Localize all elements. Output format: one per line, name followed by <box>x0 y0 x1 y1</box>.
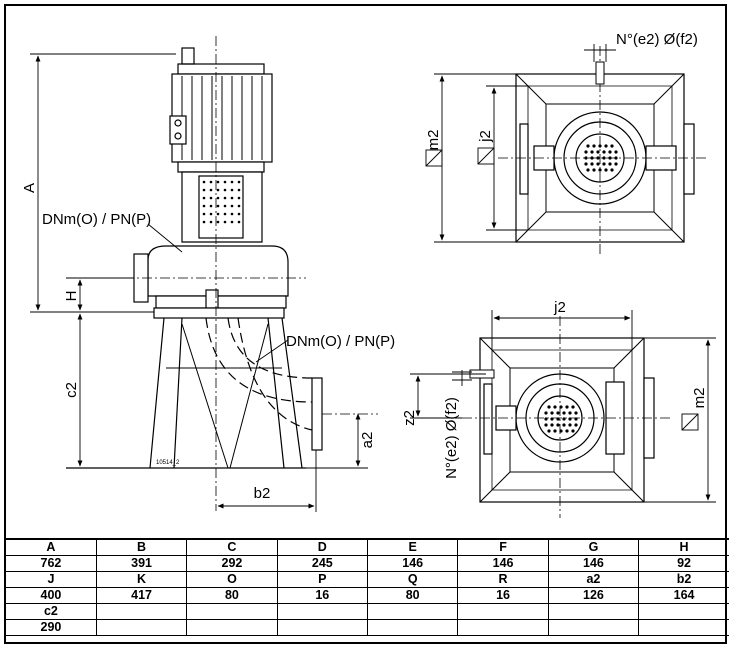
top-view-upper-dimensions <box>425 44 616 243</box>
dim-label-A: A <box>21 183 38 193</box>
table-cell: 80 <box>366 587 459 604</box>
table-cell: E <box>366 538 459 556</box>
table-cell: C <box>186 538 278 556</box>
top-view-lower-dimensions <box>410 310 716 503</box>
table-cell: 16 <box>276 587 369 604</box>
side-view <box>66 36 378 511</box>
table-cell: K <box>95 571 188 588</box>
table-cell: a2 <box>547 571 640 588</box>
table-cell: 245 <box>276 555 369 572</box>
bolts-label-bottom: N°(e2) Ø(f2) <box>443 397 460 479</box>
table-cell: 92 <box>638 555 729 572</box>
table-cell: J <box>6 571 97 588</box>
table-cell <box>638 619 729 636</box>
table-cell: c2 <box>6 603 97 620</box>
table-row: J K O P Q R a2 b2 <box>6 571 729 588</box>
table-cell: B <box>95 538 188 556</box>
dim-label-c2: c2 <box>63 382 80 398</box>
dim-label-z2: z2 <box>401 410 418 426</box>
table-cell <box>638 603 729 620</box>
table-cell: 146 <box>547 555 640 572</box>
dim-label-H: H <box>63 291 80 302</box>
table-cell <box>276 619 369 636</box>
table-cell <box>186 619 278 636</box>
technical-drawing: A H c2 a2 b2 DNm(O) / PN(P) DNm(O) / PN(… <box>6 6 729 538</box>
dim-label-m2-bottom: m2 <box>691 388 708 409</box>
table-cell: Q <box>366 571 459 588</box>
table-cell <box>547 619 640 636</box>
table-cell: 164 <box>638 587 729 604</box>
table-cell <box>457 619 549 636</box>
table-cell: 126 <box>547 587 640 604</box>
dim-label-a2: a2 <box>359 432 376 449</box>
flange-label-upper: DNm(O) / PN(P) <box>42 211 151 228</box>
table-cell <box>95 619 188 636</box>
table-cell <box>186 603 278 620</box>
dim-label-b2: b2 <box>254 485 271 502</box>
table-cell <box>276 603 369 620</box>
table-cell: 80 <box>186 587 278 604</box>
bolts-label-top: N°(e2) Ø(f2) <box>616 31 698 48</box>
table-cell <box>547 603 640 620</box>
dim-label-j2-top: j2 <box>477 130 494 143</box>
table-cell: 290 <box>6 619 97 636</box>
table-row: c2 <box>6 603 729 620</box>
top-view-lower <box>462 316 670 518</box>
table-cell: R <box>457 571 549 588</box>
table-cell <box>95 603 188 620</box>
table-cell: 762 <box>6 555 97 572</box>
table-row: 290 <box>6 619 729 636</box>
top-view-upper <box>498 46 706 254</box>
table-cell: 146 <box>457 555 549 572</box>
drawing-sheet: A H c2 a2 b2 DNm(O) / PN(P) DNm(O) / PN(… <box>4 4 729 644</box>
table-cell: 400 <box>6 587 97 604</box>
table-row: 762 391 292 245 146 146 146 92 <box>6 555 729 572</box>
table-cell: O <box>186 571 278 588</box>
table-cell: A <box>6 538 97 556</box>
dim-label-j2-bottom: j2 <box>553 299 566 316</box>
dim-label-m2-top: m2 <box>425 130 442 151</box>
table-cell: F <box>457 538 549 556</box>
table-row: 400 417 80 16 80 16 126 164 <box>6 587 729 604</box>
table-row: A B C D E F G H <box>6 538 729 556</box>
drawing-number: 10514_2 <box>156 460 180 466</box>
dimension-labels: A H c2 a2 b2 DNm(O) / PN(P) DNm(O) / PN(… <box>21 31 708 502</box>
table-cell: 417 <box>95 587 188 604</box>
table-cell: b2 <box>638 571 729 588</box>
dimensions-table: A B C D E F G H 762 391 292 245 146 146 … <box>6 538 729 636</box>
flange-label-lower: DNm(O) / PN(P) <box>286 333 395 350</box>
table-cell: 16 <box>457 587 549 604</box>
table-cell: P <box>276 571 369 588</box>
table-cell: D <box>276 538 369 556</box>
table-cell: 146 <box>366 555 459 572</box>
table-cell: 391 <box>95 555 188 572</box>
table-cell <box>457 603 549 620</box>
table-cell: H <box>638 538 729 556</box>
side-dimensions <box>30 53 368 512</box>
table-cell: 292 <box>186 555 278 572</box>
table-cell <box>366 603 459 620</box>
table-cell: G <box>547 538 640 556</box>
table-cell <box>366 619 459 636</box>
